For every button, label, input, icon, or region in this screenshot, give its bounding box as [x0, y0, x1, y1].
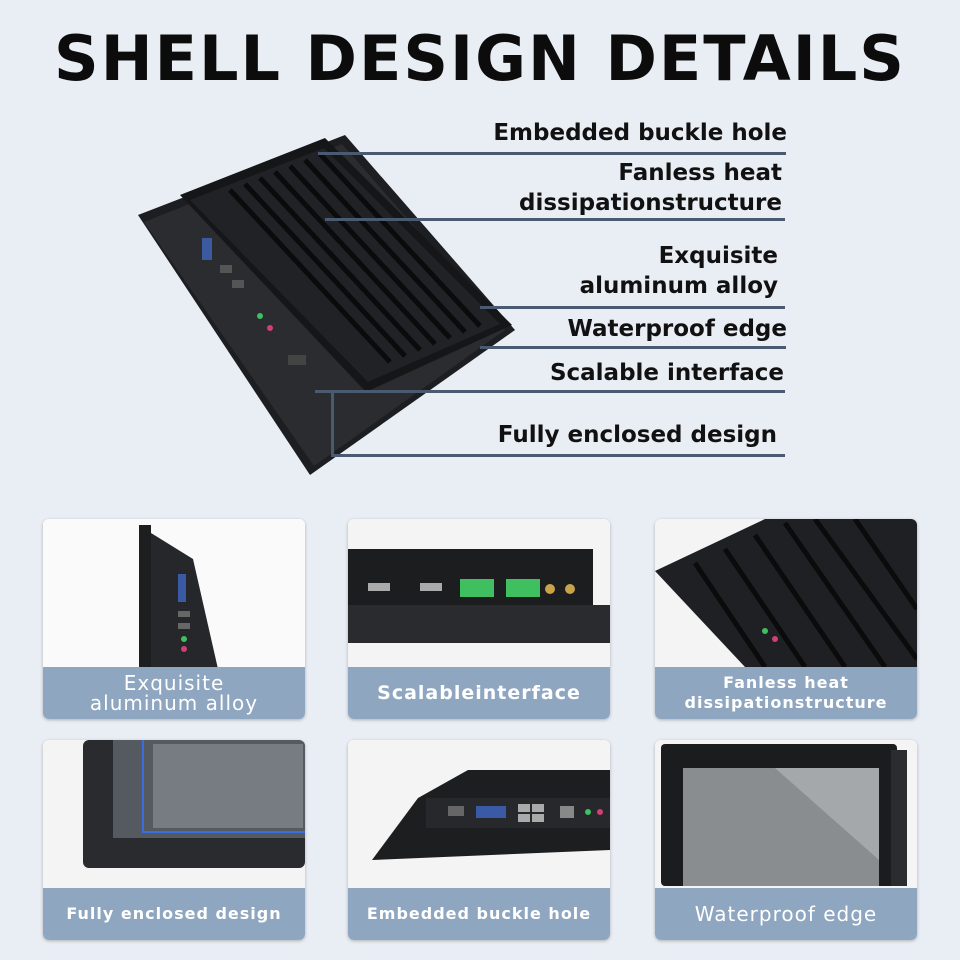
card-caption: Fully enclosed design: [43, 888, 305, 940]
card-caption: Scalableinterface: [348, 667, 610, 719]
card-caption-text: Exquisite: [123, 671, 225, 695]
card-caption-text: Embedded buckle hole: [366, 904, 592, 923]
detail-card-waterproof-edge: Waterproof edge: [655, 740, 917, 940]
callout-text: Waterproof edge: [567, 316, 787, 342]
callout-line: [325, 218, 785, 221]
card-image: [43, 740, 305, 890]
callout-text: Fanless heat: [618, 160, 782, 186]
card-image: [43, 519, 305, 669]
card-image: [348, 740, 610, 890]
callout-text: dissipationstructure: [519, 190, 782, 216]
detail-card-fully-enclosed: Fully enclosed design: [43, 740, 305, 940]
callout-line: [315, 390, 785, 393]
detail-card-scalable-interface: Scalableinterface: [348, 519, 610, 719]
card-caption-text: dissipationstructure: [684, 693, 888, 712]
card-caption: Waterproof edge: [655, 888, 917, 940]
card-caption-text: Scalableinterface: [377, 682, 581, 704]
callout-line: [318, 152, 786, 155]
callout-fanless-heat: Fanless heat dissipationstructure: [470, 158, 782, 218]
callout-text: Scalable interface: [549, 360, 784, 386]
callout-waterproof-edge: Waterproof edge: [470, 314, 787, 344]
callout-line: [480, 346, 786, 349]
callout-text: Embedded buckle hole: [493, 120, 787, 146]
callout-embedded-buckle-hole: Embedded buckle hole: [470, 118, 787, 148]
card-image: [348, 519, 610, 669]
card-caption-text: Waterproof edge: [694, 902, 878, 926]
callout-scalable-interface: Scalable interface: [470, 358, 784, 388]
callout-text: Fully enclosed design: [497, 422, 777, 448]
detail-card-embedded-buckle: Embedded buckle hole: [348, 740, 610, 940]
callout-line: [480, 306, 785, 309]
card-caption-text: Fully enclosed design: [66, 904, 282, 923]
page-title: SHELL DESIGN DETAILS: [54, 22, 906, 95]
callout-fully-enclosed: Fully enclosed design: [470, 420, 777, 450]
callout-text: Exquisite: [658, 243, 778, 269]
callout-aluminum-alloy: Exquisite aluminum alloy: [470, 241, 778, 301]
callout-line: [331, 392, 334, 456]
callout-text: aluminum alloy: [579, 273, 778, 299]
card-image: [655, 740, 917, 890]
card-caption-text: aluminum alloy: [89, 691, 259, 715]
card-image: [655, 519, 917, 669]
card-caption-text: Fanless heat: [723, 673, 849, 692]
callout-line: [331, 454, 785, 457]
card-caption: Embedded buckle hole: [348, 888, 610, 940]
